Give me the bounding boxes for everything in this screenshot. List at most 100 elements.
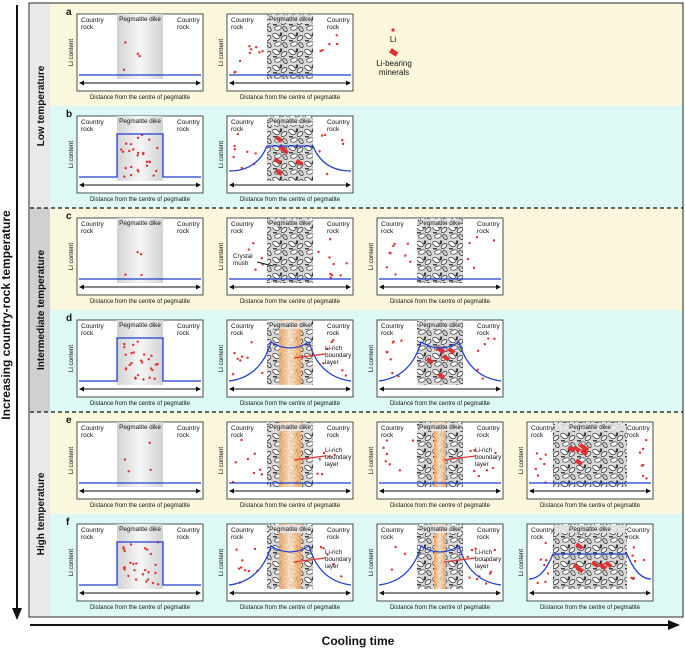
li-dot <box>129 561 132 564</box>
li-dot <box>316 472 319 476</box>
boundary-label-2: boundary <box>475 454 502 461</box>
li-dot <box>145 164 149 167</box>
country-rock-label-left-2: rock <box>81 432 94 439</box>
li-dot <box>320 134 324 137</box>
country-rock-label-left: Country <box>231 527 255 534</box>
li-content-label: Li content <box>218 549 225 577</box>
country-rock-label-left: Country <box>81 323 105 330</box>
melt-dike <box>117 422 163 487</box>
li-dot <box>483 342 487 346</box>
li-dot <box>485 559 488 562</box>
li-dot <box>398 469 402 472</box>
country-rock-label-left: Country <box>531 425 555 432</box>
distance-label: Distance from the centre of pegmatite <box>390 299 491 305</box>
li-dot <box>261 49 264 53</box>
legend-li-dot <box>391 28 395 32</box>
country-rock-label-left-2: rock <box>231 228 244 235</box>
boundary-label-2: boundary <box>325 556 352 563</box>
country-rock-label-left-2: rock <box>81 24 94 31</box>
li-mineral <box>295 158 304 167</box>
dike-label: Pegmatite dike <box>119 220 161 227</box>
li-dot <box>328 256 331 259</box>
li-dot <box>323 133 327 137</box>
boundary-label-3: layer <box>325 359 339 366</box>
country-rock-label-right: Country <box>477 425 501 432</box>
boundary-label-2: boundary <box>325 352 352 359</box>
boundary-label-1: Li-rich <box>325 345 343 352</box>
li-dot <box>144 568 147 572</box>
li-dot <box>400 339 403 342</box>
li-dot <box>254 152 257 155</box>
li-content-label: Li content <box>518 549 525 577</box>
dike-label: Pegmatite dike <box>569 424 611 431</box>
dike-label: Pegmatite dike <box>119 16 161 23</box>
li-dot <box>237 567 241 570</box>
country-rock-label-left: Country <box>531 527 555 534</box>
distance-arrow-right <box>496 590 501 596</box>
country-rock-label-left: Country <box>231 221 255 228</box>
li-dot <box>476 368 479 372</box>
dike-label-bg <box>419 423 461 431</box>
distance-arrow-left <box>229 182 234 188</box>
li-dot <box>386 350 389 354</box>
li-dot <box>332 339 335 342</box>
li-mineral <box>572 445 581 453</box>
distance-arrow-right <box>196 590 201 596</box>
li-content-label: Li content <box>518 447 525 475</box>
li-dot <box>127 470 130 473</box>
li-dot <box>123 175 126 178</box>
li-dot <box>544 580 547 583</box>
legend-mineral-icon <box>389 48 399 57</box>
distance-label: Distance from the centre of pegmatite <box>240 503 341 509</box>
country-rock-label-right-2: rock <box>177 534 190 541</box>
li-dot <box>124 273 127 276</box>
li-dot <box>123 342 126 346</box>
distance-arrow-left <box>379 284 384 290</box>
li-dot <box>136 154 139 157</box>
dike-label: Pegmatite dike <box>419 526 461 533</box>
li-dot <box>403 552 407 556</box>
li-dot <box>124 166 127 170</box>
dike-label-bg <box>555 525 625 533</box>
li-dot <box>539 558 543 561</box>
li-dot <box>156 146 159 150</box>
li-dot <box>142 378 145 381</box>
distance-arrow-right <box>346 386 351 392</box>
li-dot <box>235 548 238 551</box>
li-dot <box>130 351 133 355</box>
distance-arrow-right <box>196 80 201 86</box>
country-rock-label-left: Country <box>381 221 405 228</box>
li-dot <box>630 576 633 580</box>
li-dot <box>258 468 262 471</box>
distance-arrow-left <box>79 488 84 494</box>
country-rock-label-right-2: rock <box>327 534 340 541</box>
li-dot <box>339 274 342 277</box>
li-rich-zone <box>279 524 301 589</box>
crystallized-dike <box>267 14 313 79</box>
li-dot <box>322 451 326 455</box>
li-content-label: Li content <box>68 141 75 169</box>
li-dot <box>151 581 155 585</box>
dike-label: Pegmatite dike <box>269 322 311 329</box>
li-dot <box>124 353 127 356</box>
li-dot <box>247 569 251 573</box>
country-rock-label-left: Country <box>231 17 255 24</box>
li-dot <box>240 355 244 358</box>
dike-label: Pegmatite dike <box>119 118 161 125</box>
li-dot <box>536 581 539 585</box>
li-dot <box>247 248 251 251</box>
li-content-curve <box>228 145 352 172</box>
li-dot <box>136 340 139 343</box>
li-dot <box>248 45 251 48</box>
li-dot <box>335 42 339 46</box>
li-dot <box>239 566 243 569</box>
li-dot <box>156 362 159 366</box>
country-rock-label-right: Country <box>327 323 351 330</box>
